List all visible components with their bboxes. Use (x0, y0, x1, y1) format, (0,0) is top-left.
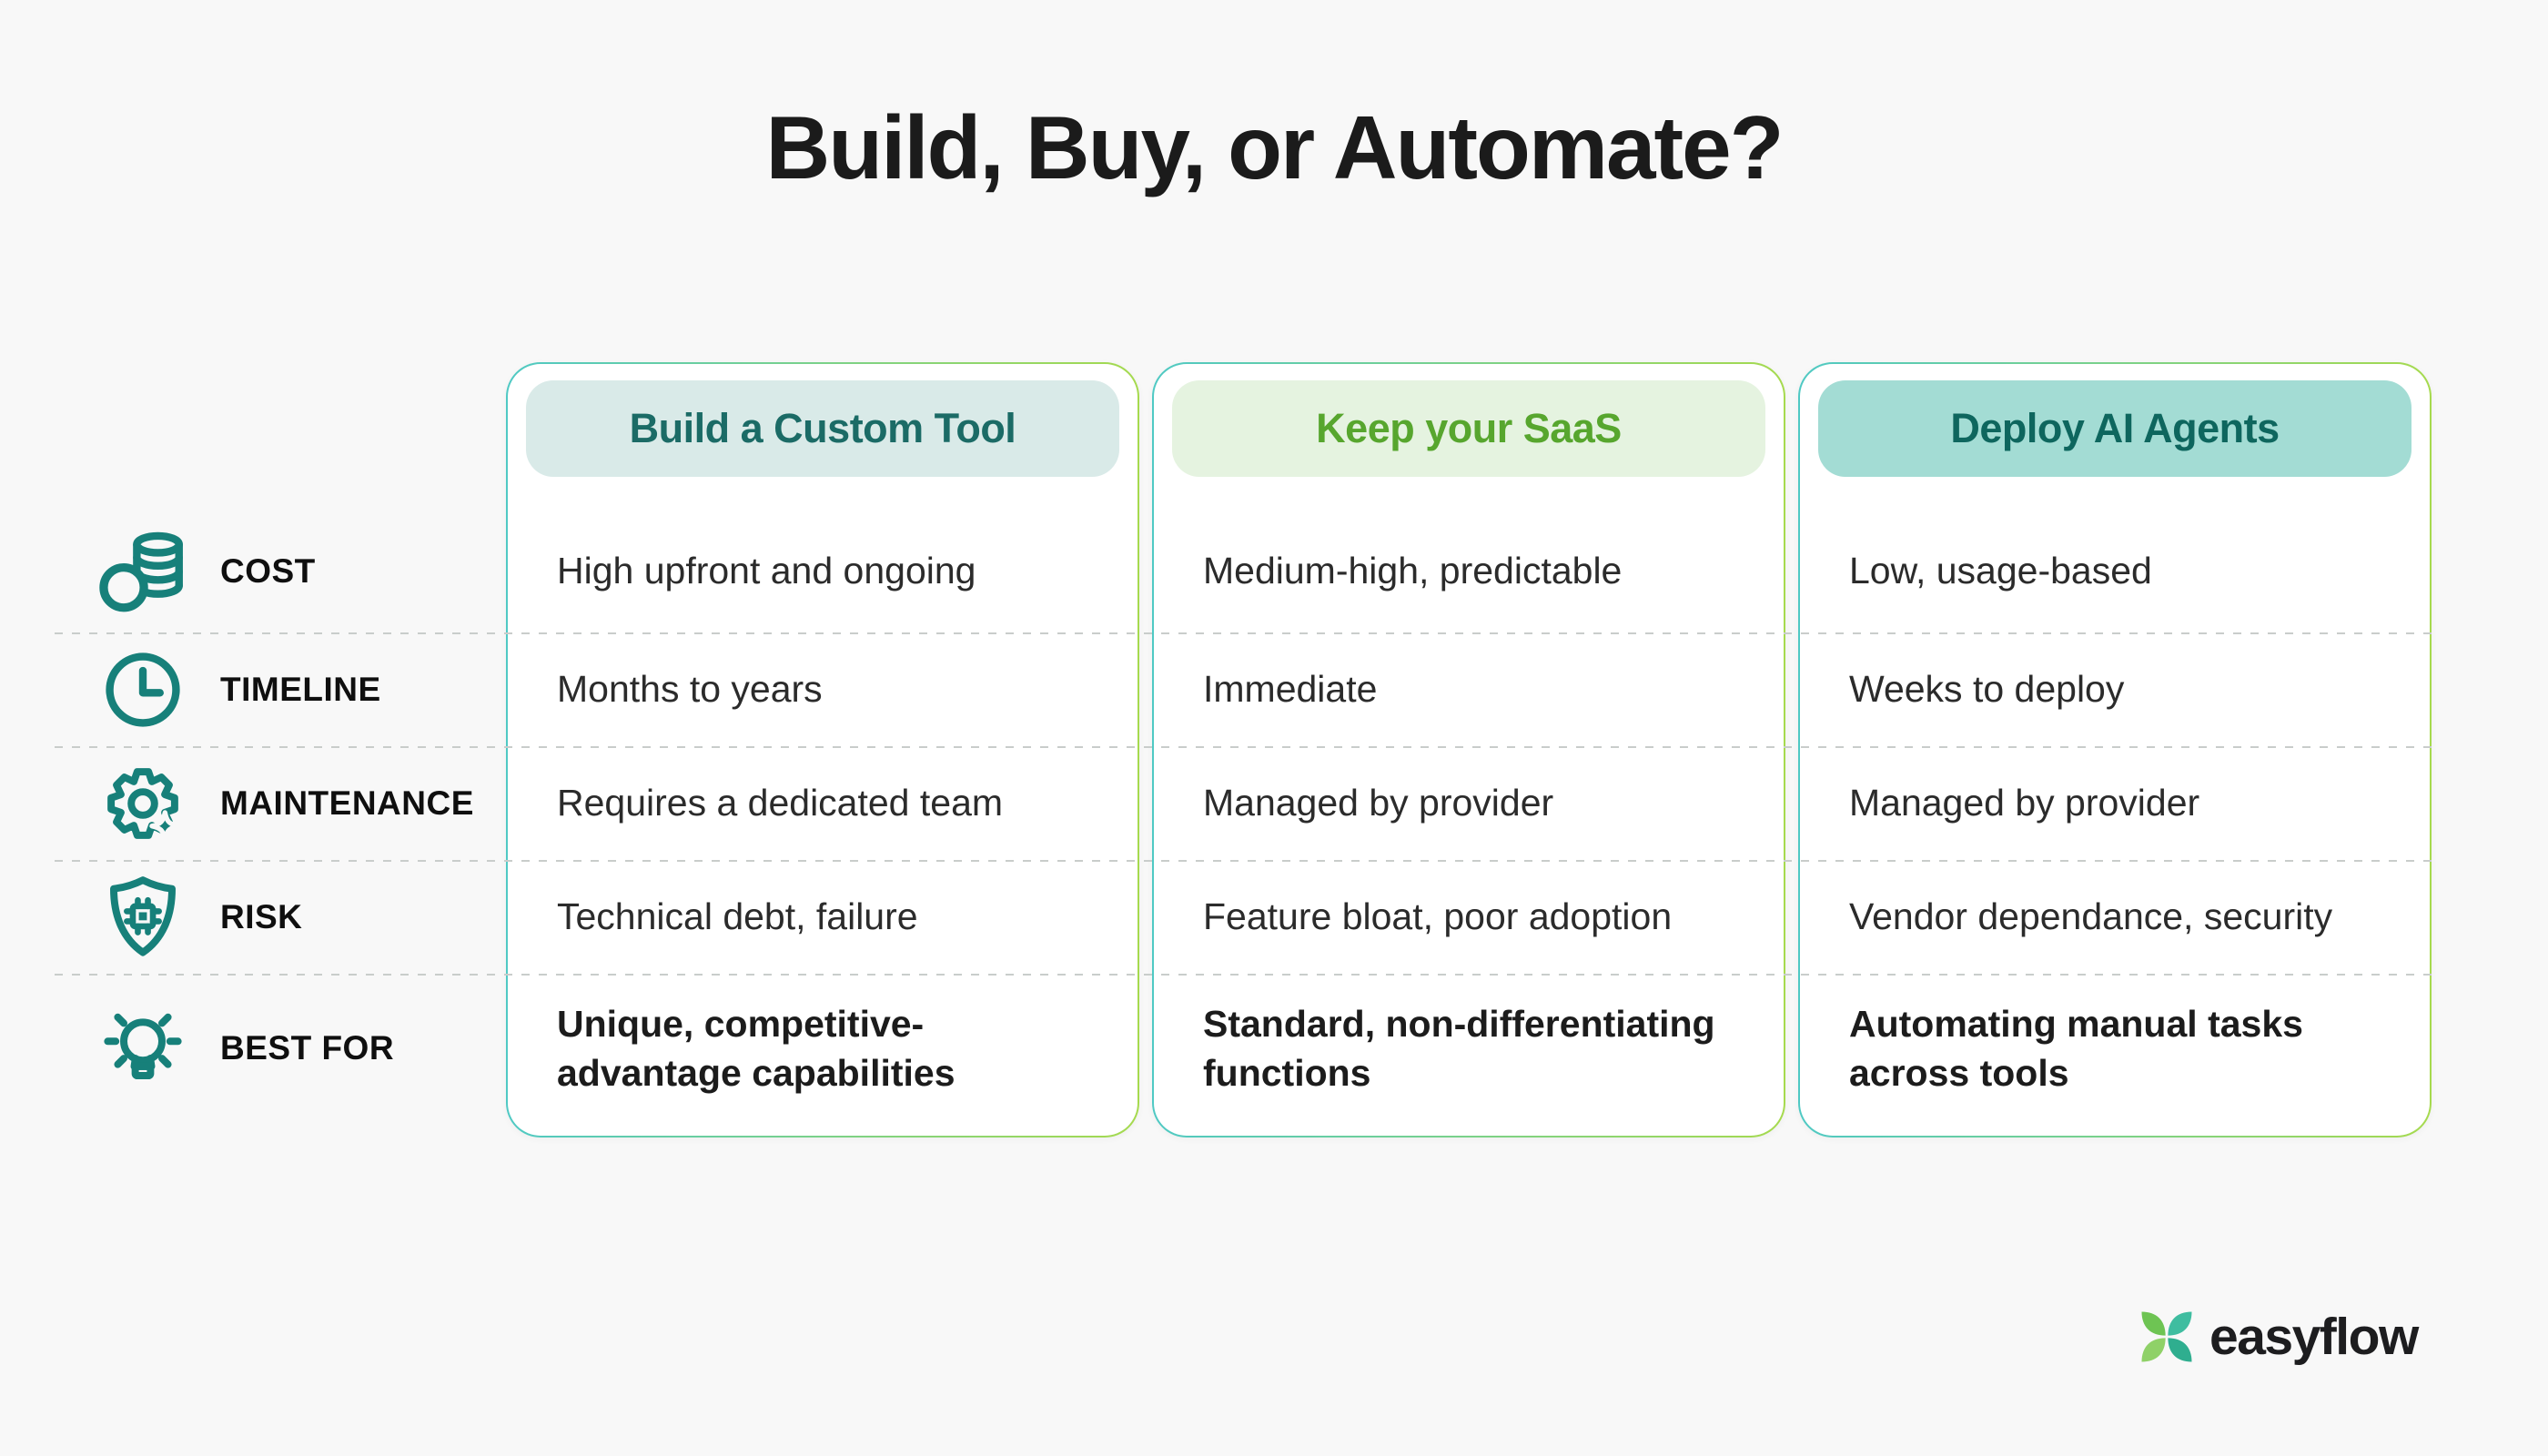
table-row-maintenance: MAINTENANCE Requires a dedicated team Ma… (55, 746, 2432, 860)
easyflow-logo: easyflow (2137, 1307, 2419, 1367)
coins-icon (93, 521, 193, 622)
table-row-best-for: BEST FOR Unique, competitive-advantage c… (55, 976, 2432, 1121)
row-label-text: TIMELINE (220, 670, 381, 708)
cell-saas-risk: Feature bloat, poor adoption (1203, 895, 1673, 938)
card-build-custom-tool: Build a Custom Tool (506, 362, 1139, 1138)
row-label-timeline: TIMELINE (55, 640, 506, 740)
cell-build-best-for: Unique, competitive-advantage capabiliti… (557, 1002, 956, 1094)
row-label-text: BEST FOR (220, 1029, 395, 1067)
easyflow-wordmark: easyflow (2209, 1308, 2419, 1366)
cell-build-risk: Technical debt, failure (557, 895, 918, 938)
column-header-build-custom-tool: Build a Custom Tool (526, 380, 1119, 477)
shield-icon (93, 867, 193, 967)
card-ai-inner: Deploy AI Agents (1800, 364, 2430, 1136)
cell-saas-maintenance: Managed by provider (1203, 782, 1554, 824)
column-header-keep-your-saas: Keep your SaaS (1172, 380, 1765, 477)
row-label-risk: RISK (55, 867, 506, 967)
card-build-inner: Build a Custom Tool (508, 364, 1138, 1136)
row-separator (55, 974, 2432, 976)
page-title: Build, Buy, or Automate? (765, 97, 1784, 197)
card-saas-inner: Keep your SaaS (1154, 364, 1784, 1136)
cell-build-maintenance: Requires a dedicated team (557, 782, 1004, 824)
gear-icon (93, 753, 193, 854)
table-row-risk: RISK Technical debt, failure Feature blo… (55, 860, 2432, 974)
cell-ai-cost: Low, usage-based (1849, 550, 2152, 592)
table-row-cost: COST High upfront and ongoing Medium-hig… (55, 510, 2432, 632)
row-separator (55, 860, 2432, 862)
cell-ai-timeline: Weeks to deploy (1849, 668, 2125, 711)
row-label-text: RISK (220, 897, 303, 935)
row-label-cost: COST (55, 521, 506, 622)
cell-ai-risk: Vendor dependance, security (1849, 895, 2333, 938)
row-label-maintenance: MAINTENANCE (55, 753, 506, 854)
card-deploy-ai-agents: Deploy AI Agents (1798, 362, 2432, 1138)
row-label-text: COST (220, 551, 316, 590)
row-label-text: MAINTENANCE (220, 784, 474, 822)
column-header-deploy-ai-agents: Deploy AI Agents (1818, 380, 2412, 477)
cell-build-cost: High upfront and ongoing (557, 550, 976, 592)
card-keep-your-saas: Keep your SaaS (1152, 362, 1785, 1138)
cell-ai-maintenance: Managed by provider (1849, 782, 2200, 824)
lightbulb-icon (93, 998, 193, 1098)
cell-ai-best-for: Automating manual tasks across tools (1849, 1002, 2303, 1094)
table-row-timeline: TIMELINE Months to years Immediate Weeks… (55, 632, 2432, 746)
comparison-table: Build a Custom Tool Keep your SaaS Deplo… (55, 362, 2432, 1138)
row-separator (55, 746, 2432, 748)
clock-icon (93, 640, 193, 740)
cell-saas-cost: Medium-high, predictable (1203, 550, 1623, 592)
cell-saas-timeline: Immediate (1203, 668, 1378, 711)
easyflow-flower-icon (2137, 1307, 2197, 1367)
cell-saas-best-for: Standard, non-differentiating functions (1203, 1002, 1715, 1094)
row-separator (55, 632, 2432, 634)
cell-build-timeline: Months to years (557, 668, 823, 711)
row-label-best-for: BEST FOR (55, 998, 506, 1098)
